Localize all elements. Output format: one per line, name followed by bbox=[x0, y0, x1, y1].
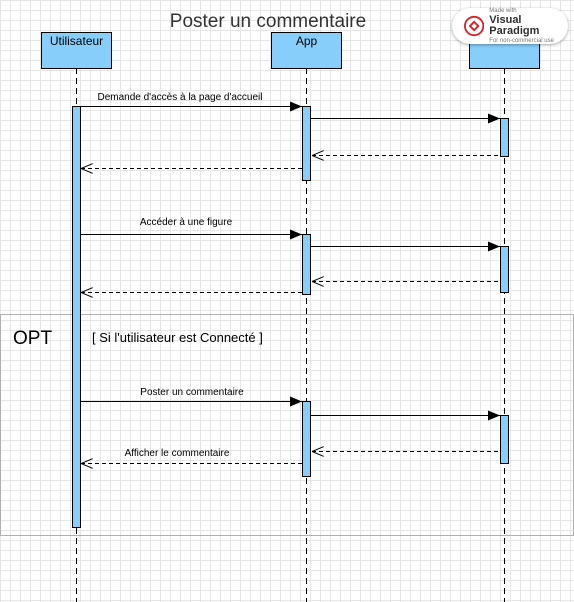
participant-utilisateur-label: Utilisateur bbox=[50, 34, 103, 48]
visual-paradigm-logo-icon bbox=[464, 15, 485, 37]
message-label-1: Demande d'accès à la page d'accueil bbox=[97, 92, 262, 103]
message-label-3: Poster un commentaire bbox=[140, 387, 244, 398]
participant-utilisateur bbox=[41, 32, 112, 69]
watermark-made-with: Made with bbox=[489, 8, 517, 14]
diagram-title: Poster un commentaire bbox=[170, 11, 366, 32]
activation-utilisateur bbox=[72, 106, 81, 528]
fragment-operator: OPT bbox=[13, 328, 52, 349]
fragment-guard: [ Si l'utilisateur est Connecté ] bbox=[92, 330, 263, 345]
message-label-2: Accéder à une figure bbox=[140, 217, 233, 228]
watermark-brand: Visual Paradigm bbox=[489, 14, 540, 37]
participant-app bbox=[271, 32, 342, 69]
visual-paradigm-watermark: Made with Visual Paradigm For non-commer… bbox=[452, 8, 568, 44]
opt-fragment bbox=[0, 314, 574, 536]
watermark-note: For non-commercial use bbox=[489, 38, 554, 44]
activation-third-3 bbox=[500, 415, 509, 464]
activation-third-2 bbox=[500, 246, 509, 293]
activation-app-1 bbox=[302, 106, 311, 181]
message-label-4: Afficher le commentaire bbox=[125, 448, 230, 459]
participant-app-label: App bbox=[296, 34, 318, 48]
activation-app-3 bbox=[302, 401, 311, 477]
activation-app-2 bbox=[302, 234, 311, 295]
activation-third-1 bbox=[500, 118, 509, 157]
